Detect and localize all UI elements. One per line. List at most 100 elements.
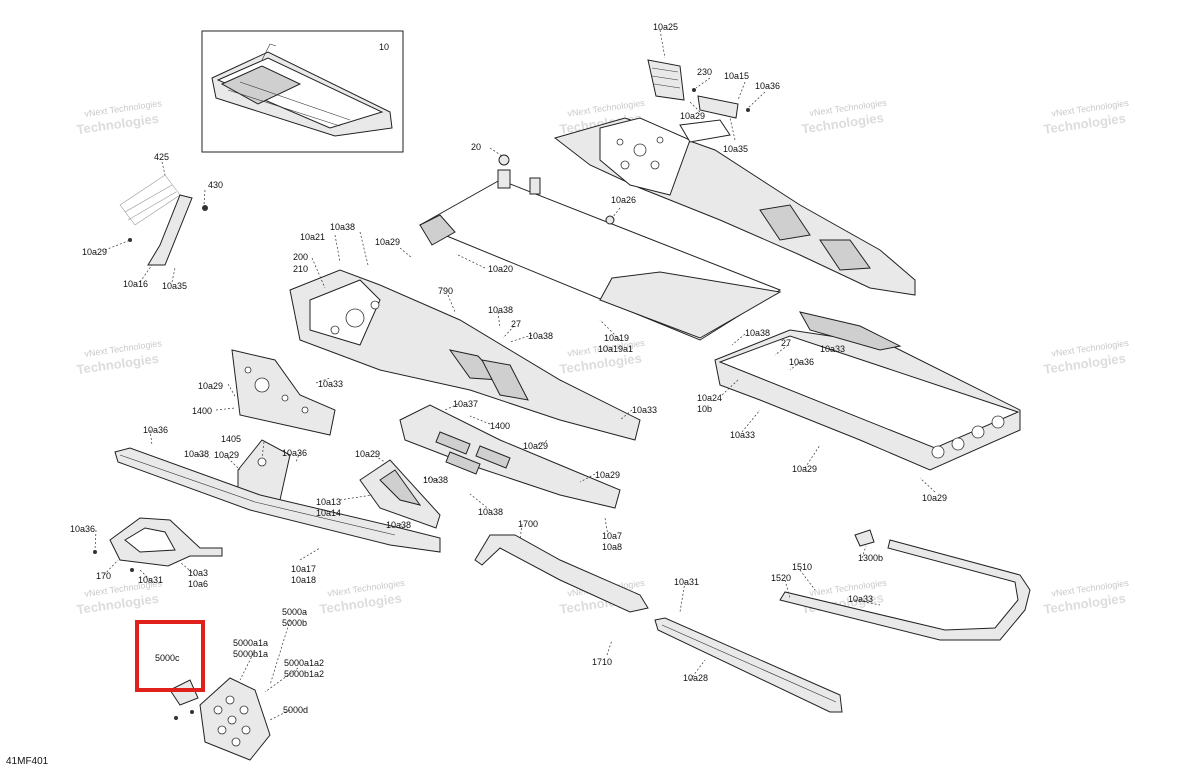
callout-790[interactable]: 790 [438, 286, 453, 296]
callout-10a38[interactable]: 10a38 [184, 449, 209, 459]
callout-10a19[interactable]: 10a19 [604, 333, 629, 343]
callout-10a38[interactable]: 10a38 [528, 331, 553, 341]
callout-10a33[interactable]: 10a33 [848, 594, 873, 604]
callout-10a29[interactable]: 10a29 [214, 450, 239, 460]
callout-10a36[interactable]: 10a36 [755, 81, 780, 91]
callout-10a16[interactable]: 10a16 [123, 279, 148, 289]
callout-10a33[interactable]: 10a33 [318, 379, 343, 389]
highlight-box [135, 620, 205, 692]
callout-10a38[interactable]: 10a38 [423, 475, 448, 485]
tunnel-cover-plate[interactable] [418, 154, 782, 341]
callout-10b[interactable]: 10b [697, 404, 712, 414]
callout-1710[interactable]: 1710 [592, 657, 612, 667]
callout-10a38[interactable]: 10a38 [488, 305, 513, 315]
callout-10a33[interactable]: 10a33 [730, 430, 755, 440]
left-side-panel[interactable] [289, 269, 641, 441]
inset-frame-assembly[interactable] [201, 30, 404, 153]
callout-10[interactable]: 10 [379, 42, 389, 52]
callout-425[interactable]: 425 [154, 152, 169, 162]
callout-170[interactable]: 170 [96, 571, 111, 581]
rear-bumper-frame[interactable] [714, 311, 1021, 471]
callout-10a33[interactable]: 10a33 [632, 405, 657, 415]
callout-1400[interactable]: 1400 [490, 421, 510, 431]
rear-frame-part[interactable] [553, 117, 916, 296]
center-reinforcement[interactable] [399, 404, 621, 509]
rear-bracket-10a15[interactable] [692, 88, 750, 119]
callout-200[interactable]: 200 [293, 252, 308, 262]
callout-10a29[interactable]: 10a29 [375, 237, 400, 247]
callout-10a13[interactable]: 10a13 [316, 497, 341, 507]
callout-10a18[interactable]: 10a18 [291, 575, 316, 585]
callout-27[interactable]: 27 [511, 319, 521, 329]
callout-10a20[interactable]: 10a20 [488, 264, 513, 274]
callout-10a7[interactable]: 10a7 [602, 531, 622, 541]
callout-10a6[interactable]: 10a6 [188, 579, 208, 589]
callout-10a38[interactable]: 10a38 [330, 222, 355, 232]
callout-10a29[interactable]: 10a29 [680, 111, 705, 121]
callout-230[interactable]: 230 [697, 67, 712, 77]
callout-10a29[interactable]: 10a29 [82, 247, 107, 257]
callout-10a29[interactable]: 10a29 [355, 449, 380, 459]
callout-10a8[interactable]: 10a8 [602, 542, 622, 552]
callout-10a38[interactable]: 10a38 [745, 328, 770, 338]
callout-27[interactable]: 27 [781, 338, 791, 348]
callout-10a36[interactable]: 10a36 [282, 448, 307, 458]
callout-20[interactable]: 20 [471, 142, 481, 152]
lower-rail-10a28[interactable] [654, 617, 843, 713]
callout-1510[interactable]: 1510 [792, 562, 812, 572]
callout-10a31[interactable]: 10a31 [138, 575, 163, 585]
watermark: vNext Technologies Technologies [1043, 578, 1130, 617]
callout-10a31[interactable]: 10a31 [674, 577, 699, 587]
callout-10a21[interactable]: 10a21 [300, 232, 325, 242]
callout-5000b[interactable]: 5000b [282, 618, 307, 628]
rear-bracket-10a25[interactable] [647, 59, 685, 101]
callout-10a35[interactable]: 10a35 [723, 144, 748, 154]
callout-10a35[interactable]: 10a35 [162, 281, 187, 291]
callout-10a33[interactable]: 10a33 [820, 344, 845, 354]
callout-10a37[interactable]: 10a37 [453, 399, 478, 409]
callout-5000c[interactable]: 5000c [155, 653, 180, 663]
callout-10a26[interactable]: 10a26 [611, 195, 636, 205]
callout-1300b[interactable]: 1300b [858, 553, 883, 563]
left-bracket-assembly[interactable] [119, 174, 208, 266]
callout-1405[interactable]: 1405 [221, 434, 241, 444]
callout-5000b1a[interactable]: 5000b1a [233, 649, 268, 659]
callout-10a28[interactable]: 10a28 [683, 673, 708, 683]
callout-10a29[interactable]: 10a29 [922, 493, 947, 503]
gusset-10a13[interactable] [359, 459, 441, 529]
callout-10a19a1[interactable]: 10a19a1 [598, 344, 633, 354]
bumper-rail-loop[interactable] [779, 529, 1031, 641]
callout-10a3[interactable]: 10a3 [188, 568, 208, 578]
long-slide-rail[interactable] [114, 447, 441, 553]
callout-10a15[interactable]: 10a15 [724, 71, 749, 81]
watermark: vNext Technologies Technologies [1043, 98, 1130, 137]
callout-10a25[interactable]: 10a25 [653, 22, 678, 32]
gusset-1400-left[interactable] [231, 349, 336, 436]
footrest-5000[interactable] [169, 677, 271, 761]
callout-1700[interactable]: 1700 [518, 519, 538, 529]
callout-10a38[interactable]: 10a38 [478, 507, 503, 517]
callout-1400[interactable]: 1400 [192, 406, 212, 416]
callout-5000b1a2[interactable]: 5000b1a2 [284, 669, 324, 679]
front-bracket-10a3[interactable] [93, 517, 223, 572]
callout-1520[interactable]: 1520 [771, 573, 791, 583]
callout-10a29[interactable]: 10a29 [198, 381, 223, 391]
callout-5000d[interactable]: 5000d [283, 705, 308, 715]
callout-10a29[interactable]: 10a29 [792, 464, 817, 474]
callout-10a36[interactable]: 10a36 [143, 425, 168, 435]
callout-10a36[interactable]: 10a36 [789, 357, 814, 367]
callout-5000a[interactable]: 5000a [282, 607, 307, 617]
callout-10a14[interactable]: 10a14 [316, 508, 341, 518]
callout-210[interactable]: 210 [293, 264, 308, 274]
callout-10a29[interactable]: 10a29 [595, 470, 620, 480]
callout-5000a1a2[interactable]: 5000a1a2 [284, 658, 324, 668]
leader-lines [94, 29, 936, 721]
callout-10a24[interactable]: 10a24 [697, 393, 722, 403]
callout-10a29[interactable]: 10a29 [523, 441, 548, 451]
callout-430[interactable]: 430 [208, 180, 223, 190]
callout-5000a1a[interactable]: 5000a1a [233, 638, 268, 648]
callout-10a36[interactable]: 10a36 [70, 524, 95, 534]
side-rail-1700[interactable] [474, 534, 649, 613]
callout-10a17[interactable]: 10a17 [291, 564, 316, 574]
callout-10a38[interactable]: 10a38 [386, 520, 411, 530]
